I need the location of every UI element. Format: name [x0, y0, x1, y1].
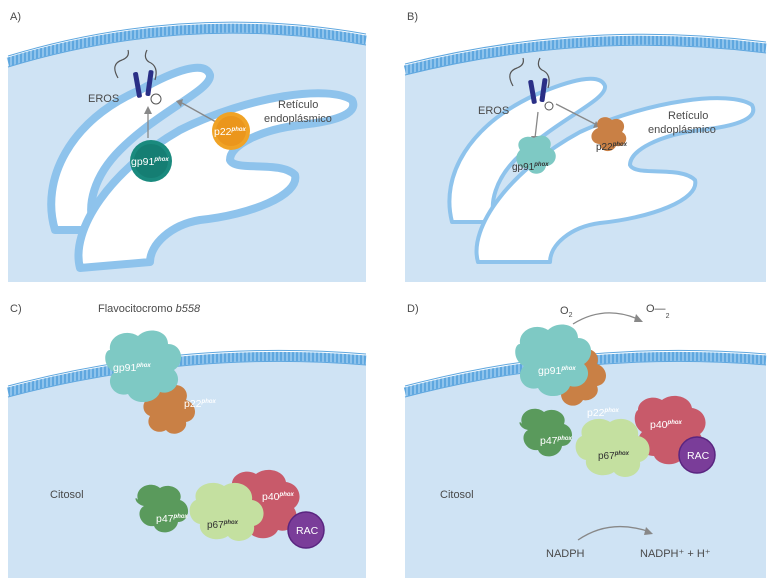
gp91-label: gp91	[113, 362, 137, 374]
svg-text:p47phox: p47phox	[540, 435, 573, 447]
endoplasmic-reticulum	[447, 76, 756, 264]
rac-protein	[287, 511, 325, 549]
eros-label: EROS	[88, 93, 119, 105]
flavocytochrome-label: Flavocitocromo b558	[98, 303, 201, 315]
phox-label: phox	[560, 366, 576, 372]
cytosol-label: Citosol	[440, 489, 474, 501]
gp91-label: gp91	[512, 162, 535, 173]
phox-label: phox	[223, 520, 239, 526]
p22-label: p22	[596, 142, 613, 153]
p22-label: p22	[587, 407, 605, 419]
p22-protein: p22phox	[591, 117, 628, 153]
gp91-protein: gp91phox	[130, 140, 172, 182]
phox-label: phox	[135, 363, 151, 369]
p22-label: p22	[184, 398, 202, 410]
phox-label: phox	[557, 436, 573, 442]
phox-label: phox	[279, 492, 295, 498]
svg-text:p40phox: p40phox	[650, 419, 683, 431]
p22-protein: p22phox	[212, 112, 250, 150]
svg-text:gp91phox: gp91phox	[538, 365, 576, 377]
arrow-p22-up	[181, 102, 217, 123]
arrow-gp91-down	[534, 111, 539, 139]
svg-text:p22phox: p22phox	[184, 398, 217, 410]
rac-protein	[678, 436, 716, 474]
er-label-line1: Retículo	[278, 99, 318, 111]
p67-protein	[575, 418, 650, 477]
svg-text:p22phox: p22phox	[587, 407, 620, 419]
phox-label: phox	[533, 162, 549, 168]
gp91-protein	[105, 330, 182, 403]
phox-label: phox	[614, 451, 630, 457]
cytosolic-complex: p40phox p47phox p67phox RAC	[135, 469, 325, 549]
p67-label: p67	[598, 451, 615, 462]
o2-label: O2	[560, 305, 573, 319]
panel-a: gp91phox p22phox A) EROS Retículo endopl…	[6, 11, 368, 283]
flavocytochrome-b558: gp91phox p22phox	[105, 330, 217, 434]
nadph-label: NADPH	[546, 548, 585, 560]
p22-label: p22	[214, 126, 232, 138]
eros-label: EROS	[478, 105, 509, 117]
gp91-label: gp91	[538, 365, 562, 377]
p40-label: p40	[262, 491, 280, 503]
svg-text:p22phox: p22phox	[596, 142, 628, 153]
phox-label: phox	[201, 399, 217, 405]
svg-text:p47phox: p47phox	[156, 513, 189, 525]
er-label-line2: endoplásmico	[648, 124, 716, 136]
arrow-nadph	[577, 526, 651, 541]
svg-text:p67phox: p67phox	[598, 451, 630, 462]
p47-label: p47	[540, 435, 558, 447]
er-label-line2: endoplásmico	[264, 113, 332, 125]
svg-text:gp91phox: gp91phox	[512, 162, 549, 173]
p67-protein	[189, 482, 264, 541]
phox-label: phox	[612, 142, 628, 148]
er-label-line1: Retículo	[668, 110, 708, 122]
gp91-label: gp91	[131, 156, 155, 168]
transmembrane-receptor	[509, 57, 554, 111]
arrow-p22-down	[555, 103, 596, 125]
plasma-membrane	[6, 351, 367, 397]
phox-label: phox	[231, 127, 247, 133]
endoplasmic-reticulum	[47, 63, 358, 272]
panel-letter: D)	[407, 303, 419, 315]
gp91-protein: gp91phox	[512, 135, 556, 174]
assembled-nadph-oxidase: gp91phox p22phox p40phox p47phox p67phox…	[515, 324, 716, 477]
rac-label: RAC	[687, 450, 710, 462]
phox-label: phox	[153, 157, 169, 163]
panel-b: gp91phox p22phox B) EROS Retículo endopl…	[403, 11, 767, 283]
svg-text:gp91phox: gp91phox	[131, 156, 169, 168]
phox-label: phox	[667, 420, 683, 426]
p47-protein	[519, 408, 573, 457]
p47-protein	[135, 484, 189, 533]
plasma-membrane	[403, 35, 767, 75]
gp91-protein	[515, 324, 592, 397]
arrow-o2-superoxide	[572, 312, 641, 325]
p40-label: p40	[650, 419, 668, 431]
nadph-plus-label: NADPH⁺ + H⁺	[640, 548, 711, 560]
superoxide-label: O—2	[646, 303, 670, 320]
flavocytochrome-italic: b558	[176, 303, 201, 315]
rac-label: RAC	[296, 525, 319, 537]
phox-label: phox	[604, 408, 620, 414]
p67-label: p67	[207, 520, 224, 531]
panel-letter: C)	[10, 303, 22, 315]
phox-label: phox	[173, 514, 189, 520]
panel-letter: A)	[10, 11, 21, 23]
svg-text:p22phox: p22phox	[214, 126, 247, 138]
panel-d: O2 O—2 gp91phox p22phox p40phox p47phox …	[403, 303, 767, 578]
transmembrane-receptor	[114, 49, 162, 105]
svg-text:gp91phox: gp91phox	[113, 362, 151, 374]
cytosol-label: Citosol	[50, 489, 84, 501]
panel-letter: B)	[407, 11, 418, 23]
svg-text:p67phox: p67phox	[207, 520, 239, 531]
panel-c: gp91phox p22phox p40phox p47phox p67phox…	[6, 303, 368, 578]
svg-text:p40phox: p40phox	[262, 491, 295, 503]
p47-label: p47	[156, 513, 174, 525]
flavocytochrome-prefix: Flavocitocromo	[98, 303, 176, 315]
plasma-membrane	[6, 23, 367, 67]
